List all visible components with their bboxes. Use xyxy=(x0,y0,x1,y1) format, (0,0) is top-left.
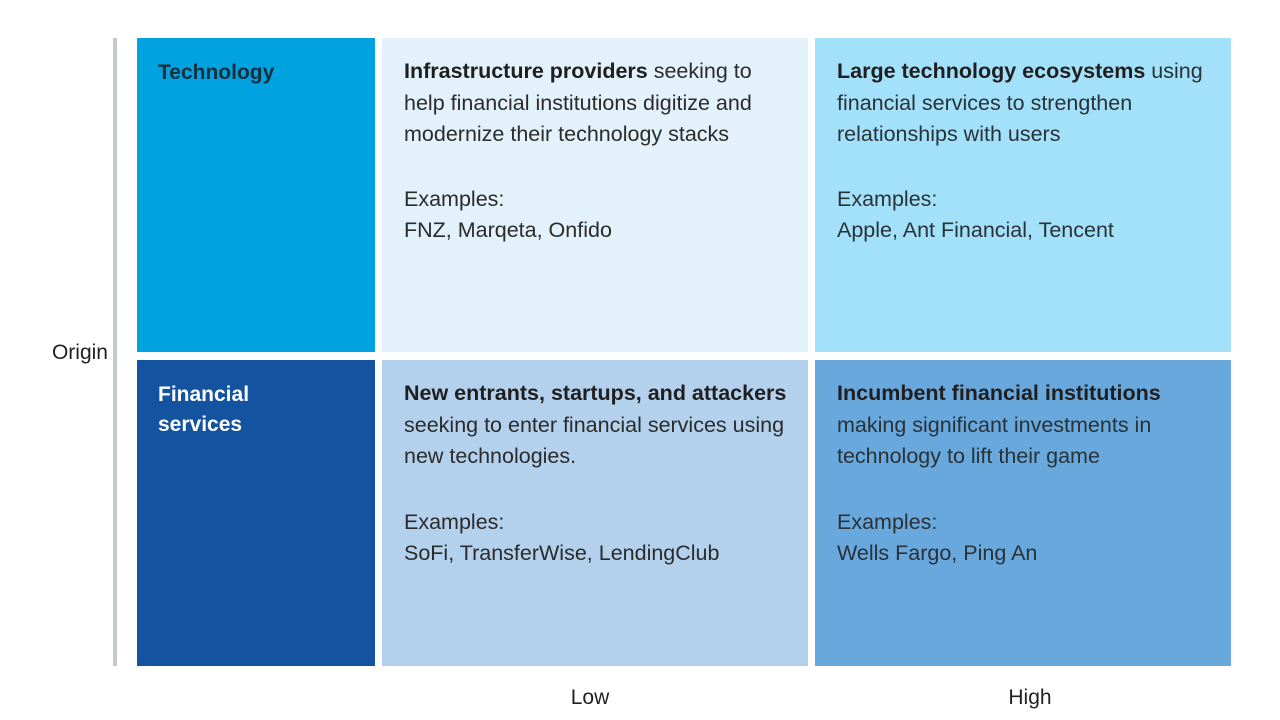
x-axis-tick-high: High xyxy=(1008,686,1052,709)
row-header-financial-services-label: Financial services xyxy=(158,383,250,436)
row-header-technology: Technology xyxy=(137,38,375,352)
row-header-technology-label: Technology xyxy=(158,61,275,84)
x-axis-tick-low: Low xyxy=(570,686,610,709)
quadrant-bottom-left-lead: New entrants, startups, and attackers xyxy=(404,381,787,405)
quadrant-top-left-rest: seeking to help financial institutions d… xyxy=(404,59,752,146)
quadrant-bottom-right: Incumbent financial institutions making … xyxy=(815,360,1231,666)
quadrant-top-right-lead: Large technology ecosystems xyxy=(837,59,1146,83)
quadrant-bottom-left-examples: SoFi, TransferWise, LendingClub xyxy=(404,541,720,565)
quadrant-bottom-left: New entrants, startups, and attackers se… xyxy=(382,360,808,666)
quadrant-bottom-right-examples-label: Examples: xyxy=(837,509,938,534)
y-axis-label: Origin xyxy=(51,341,108,364)
quadrant-bottom-right-description: Incumbent financial institutions making … xyxy=(837,378,1211,473)
quadrant-bottom-left-rest: seeking to enter financial services usin… xyxy=(404,412,785,469)
quadrant-top-right-rest: using financial services to strengthen r… xyxy=(837,59,1203,146)
quadrant-bottom-left-description: New entrants, startups, and attackers se… xyxy=(404,378,788,473)
quadrant-top-left-lead: Infrastructure providers xyxy=(404,59,648,83)
quadrant-bottom-right-lead: Incumbent financial institutions xyxy=(837,381,1161,405)
quadrant-bottom-left-examples-label: Examples: xyxy=(404,509,505,534)
spacer xyxy=(404,151,788,184)
quadrant-top-left-description: Infrastructure providers seeking to help… xyxy=(404,56,788,151)
y-axis-line xyxy=(113,38,117,666)
quadrant-bottom-right-rest: making significant investments in techno… xyxy=(837,412,1152,469)
quadrant-top-left-examples-label: Examples: xyxy=(404,186,505,211)
spacer xyxy=(837,473,1211,507)
quadrant-top-left: Infrastructure providers seeking to help… xyxy=(382,38,808,352)
quadrant-top-right-examples-label: Examples: xyxy=(837,186,938,211)
spacer xyxy=(404,473,788,507)
quadrant-top-right-examples: Apple, Ant Financial, Tencent xyxy=(837,218,1114,242)
quadrant-top-left-examples: FNZ, Marqeta, Onfido xyxy=(404,218,612,242)
quadrant-bottom-right-examples: Wells Fargo, Ping An xyxy=(837,541,1038,565)
spacer xyxy=(837,151,1211,184)
quadrant-grid: Technology Infrastructure providers seek… xyxy=(137,38,1232,666)
quadrant-top-right: Large technology ecosystems using financ… xyxy=(815,38,1231,352)
quadrant-top-right-description: Large technology ecosystems using financ… xyxy=(837,56,1211,151)
row-header-financial-services: Financial services xyxy=(137,360,375,666)
